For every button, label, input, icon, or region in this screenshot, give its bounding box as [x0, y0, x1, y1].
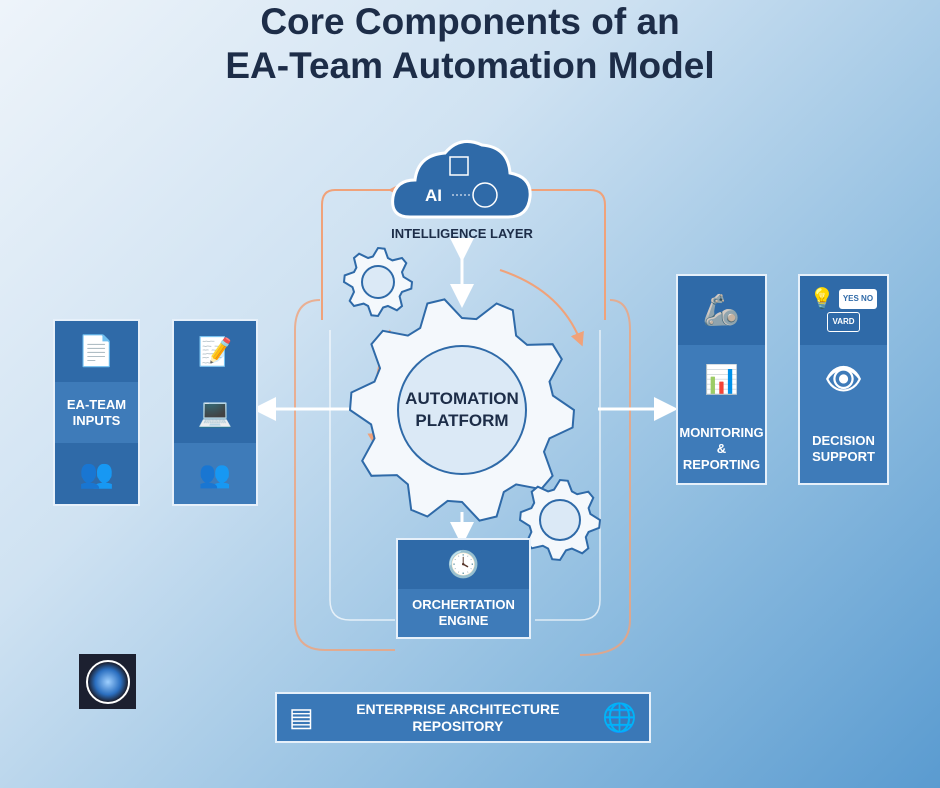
- yes-no-bubble: YES NO: [838, 289, 878, 309]
- small-gear-icon-hub: [361, 265, 395, 299]
- title-line-2: EA-Team Automation Model: [225, 45, 715, 86]
- laptop-hierarchy-icon: 💻: [197, 396, 233, 428]
- robot-icon: [449, 156, 469, 176]
- main-gear-icon-hub: [397, 345, 527, 475]
- tech-groomers-logo: [79, 654, 136, 709]
- monitoring-reporting-box[interactable]: 🦾 📊 MONITORING& REPORTING: [676, 274, 767, 485]
- team-icon: 👥: [79, 457, 114, 489]
- eye-icon: 👁: [800, 345, 887, 414]
- lightbulb-icon: 💡: [809, 288, 835, 310]
- vard-bubble: VARD: [827, 312, 860, 332]
- network-people-icon: 👥: [174, 443, 256, 504]
- document-user-icon: 📄: [77, 334, 116, 368]
- clock-workflow-icon: 🕓: [447, 549, 480, 580]
- title-line-1: Core Components of an: [260, 1, 680, 42]
- intelligence-cloud[interactable]: AI: [390, 135, 535, 225]
- chip-icon: [472, 182, 498, 208]
- robot-arm-icon: 🦾: [702, 293, 741, 327]
- document-edit-icon: 📝: [197, 335, 233, 367]
- database-icon: ▤: [289, 702, 314, 732]
- cloud-ai-text: AI: [425, 186, 442, 205]
- intelligence-layer-label: INTELLIGENCE LAYER: [391, 226, 533, 241]
- lower-gear-icon-hub: [539, 499, 581, 541]
- dashboard-icon: 📊: [678, 345, 765, 414]
- ea-team-tools-box[interactable]: 📝 💻 👥: [172, 319, 258, 506]
- globe-icon: 🌐: [602, 702, 637, 733]
